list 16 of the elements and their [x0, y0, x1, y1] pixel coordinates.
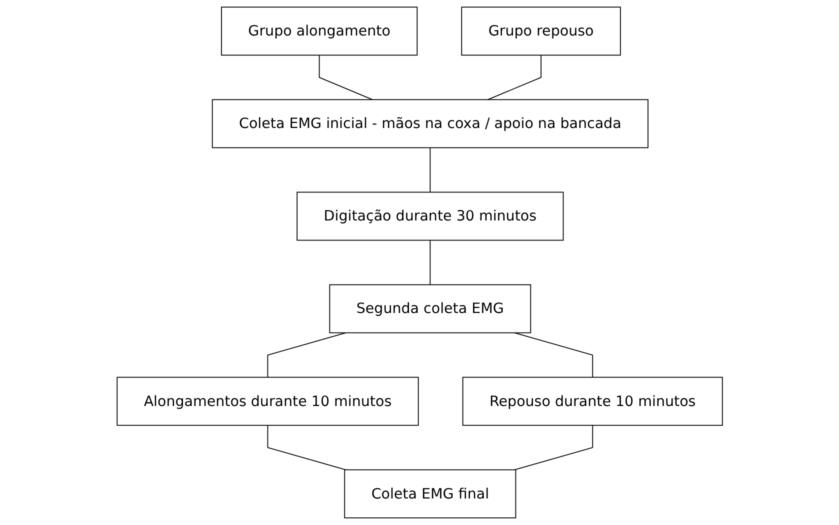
node-box: Coleta EMG inicial - mãos na coxa / apoio na bancada	[212, 99, 648, 148]
node-box: Segunda coleta EMG	[328, 284, 531, 334]
connector	[267, 424, 346, 470]
connector	[318, 54, 373, 100]
connector	[487, 54, 542, 100]
connector	[429, 240, 430, 286]
connector	[267, 332, 346, 378]
node-box: Grupo repouso	[460, 6, 621, 56]
node-box: Repouso durante 10 minutos	[462, 376, 723, 426]
node-box: Coleta EMG final	[344, 469, 516, 518]
node-box: Digitação durante 30 minutos	[296, 192, 564, 241]
connector	[429, 147, 430, 193]
connector	[514, 332, 593, 378]
node-box: Alongamentos durante 10 minutos	[116, 376, 418, 426]
node-box: Grupo alongamento	[220, 6, 418, 56]
connector	[514, 424, 593, 470]
